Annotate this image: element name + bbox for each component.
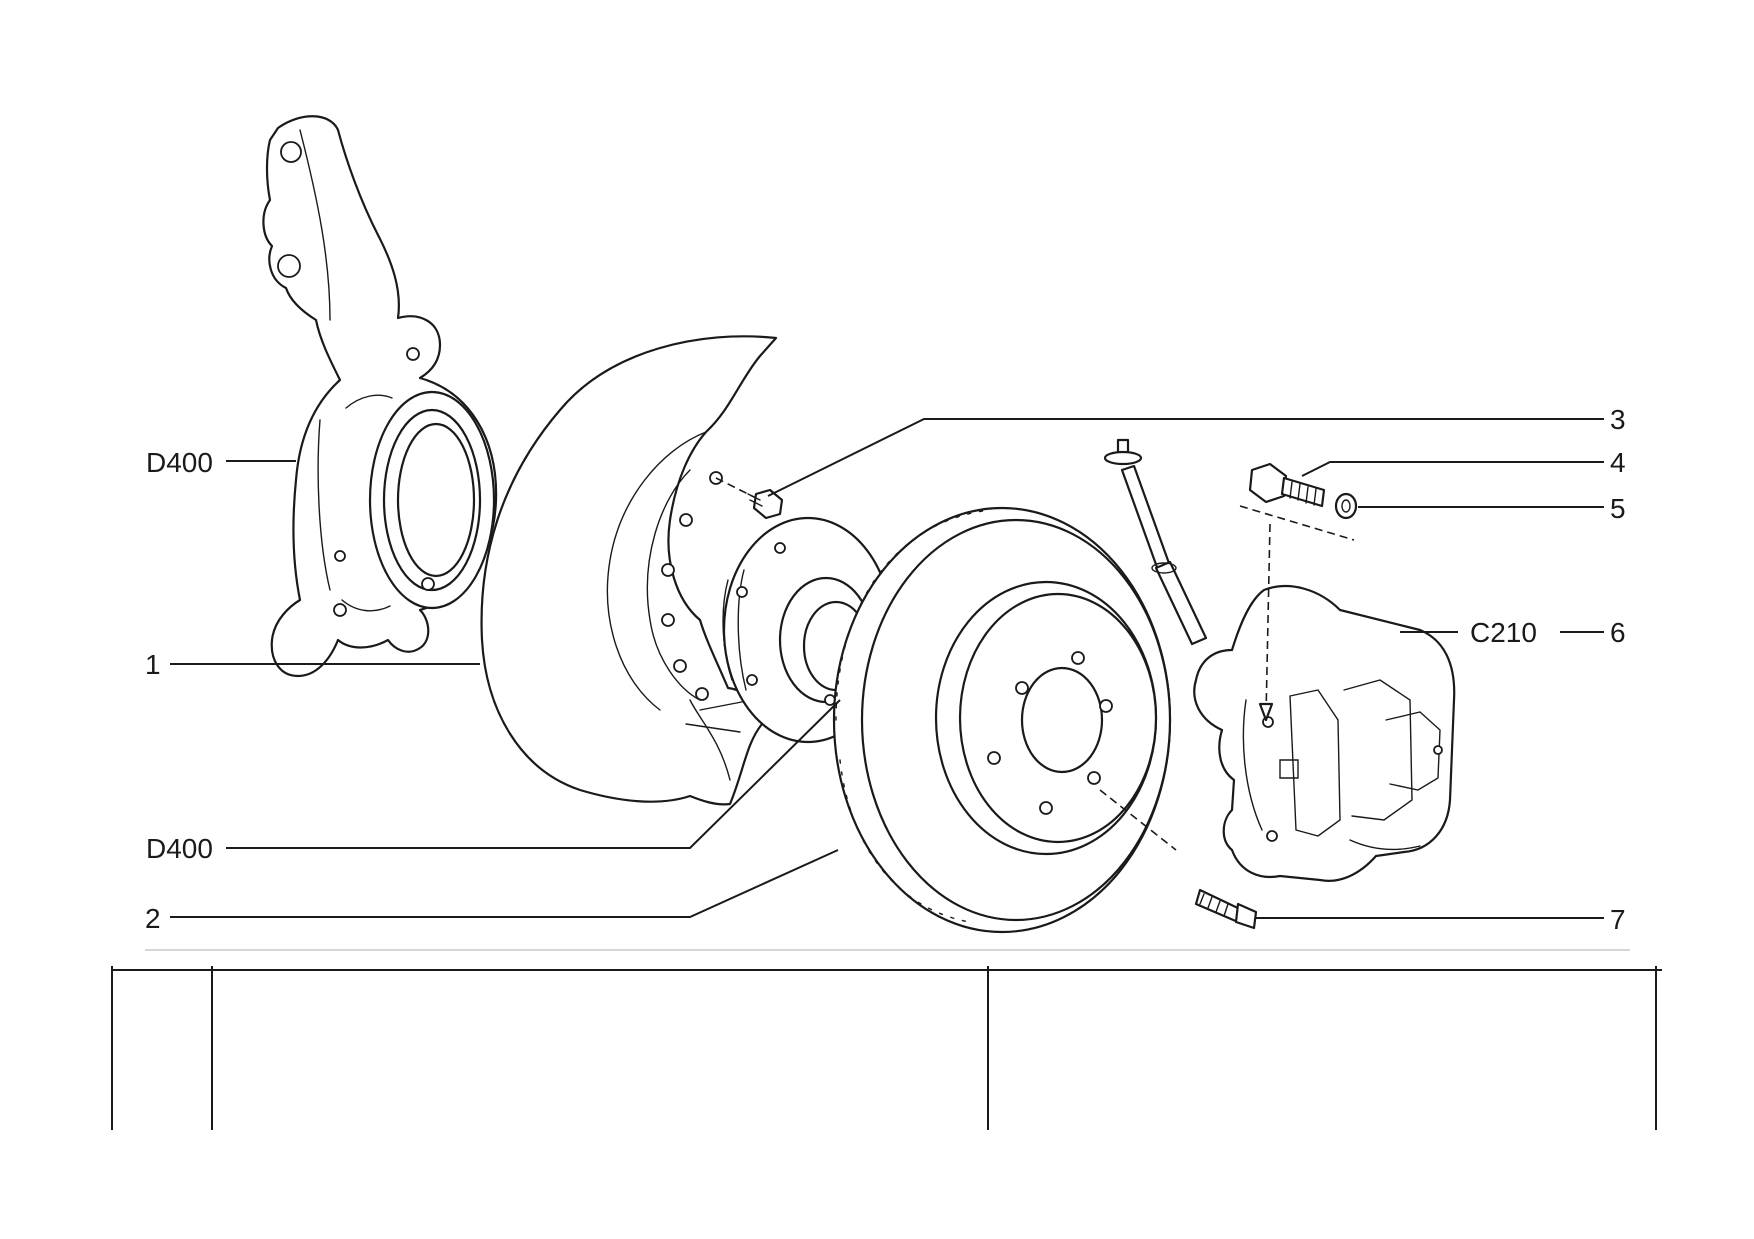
parts-table [111,949,1662,1130]
brake-disc [832,506,1172,934]
brake-caliper [1193,585,1456,882]
callout-hub: D400 [146,833,213,864]
splash-shield [480,335,778,806]
washer [1334,492,1358,520]
callout-1: 1 [145,649,161,680]
callout-6: 6 [1610,617,1626,648]
brake-hose [1103,438,1208,646]
caliper-bolt [1248,462,1326,508]
callout-2: 2 [145,903,161,934]
steering-knuckle [262,115,498,678]
callout-4: 4 [1610,447,1626,478]
callout-5: 5 [1610,493,1626,524]
callout-3: 3 [1610,404,1626,435]
wheel-stud [1194,888,1258,930]
assembly-guide-lines [1099,505,1355,851]
leader-lines [170,418,1604,919]
callout-7: 7 [1610,904,1626,935]
callout-caliper-ref: C210 [1470,617,1537,648]
shield-bolt [715,477,784,520]
callout-knuckle: D400 [146,447,213,478]
